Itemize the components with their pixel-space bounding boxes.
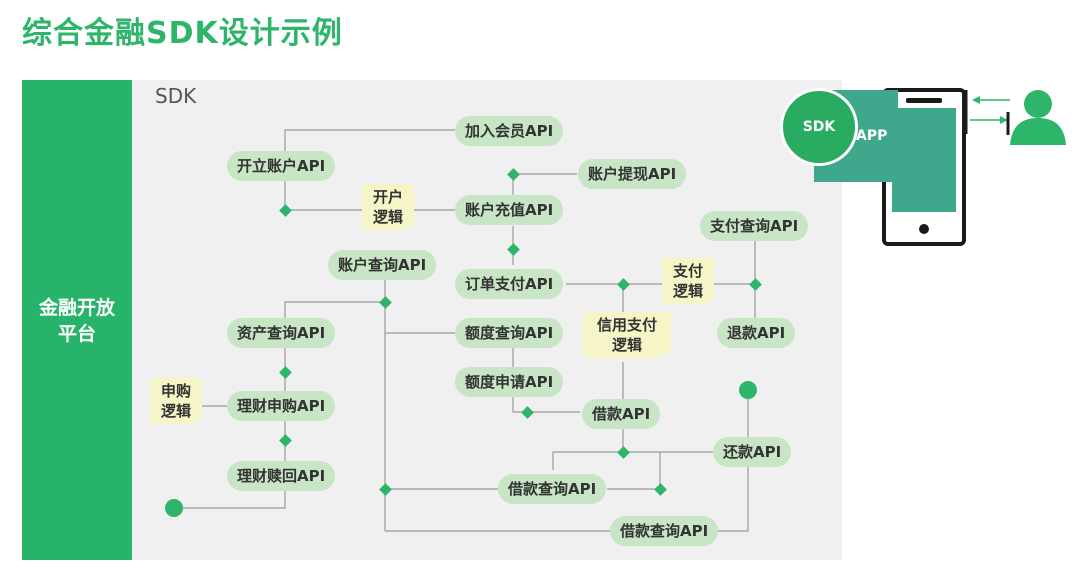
end-point-dot	[739, 381, 757, 399]
start-point-dot	[165, 499, 183, 517]
open-account-logic-note: 开户 逻辑	[362, 184, 414, 230]
loan-query-api-bottom: 借款查询API	[610, 516, 719, 546]
refund-api: 退款API	[717, 318, 796, 348]
loan-query-api: 借款查询API	[498, 474, 607, 504]
phone-home-button	[919, 224, 929, 234]
pay-logic-note: 支付 逻辑	[662, 258, 714, 304]
platform-label: 金融开放 平台	[38, 297, 115, 345]
account-recharge-api: 账户充值API	[455, 195, 564, 225]
financial-open-platform: 金融开放 平台	[22, 80, 132, 560]
phone-screen	[892, 108, 956, 212]
user-icon	[1010, 90, 1066, 145]
purchase-logic-note: 申购 逻辑	[150, 378, 202, 424]
sdk-label: SDK	[155, 84, 197, 108]
page-title: 综合金融SDK设计示例	[22, 16, 343, 51]
account-query-api: 账户查询API	[328, 250, 437, 280]
join-member-api: 加入会员API	[455, 116, 564, 146]
quota-apply-api: 额度申请API	[455, 367, 564, 397]
phone-speaker	[906, 98, 942, 103]
order-pay-api: 订单支付API	[455, 269, 564, 299]
asset-query-api: 资产查询API	[227, 318, 336, 348]
loan-api: 借款API	[582, 399, 661, 429]
wealth-redeem-api: 理财赎回API	[227, 461, 336, 491]
sdk-badge: SDK	[780, 88, 858, 166]
payment-query-api: 支付查询API	[700, 211, 809, 241]
wealth-purchase-api: 理财申购API	[227, 391, 336, 421]
open-account-api: 开立账户API	[227, 151, 336, 181]
credit-pay-logic-note: 信用支付 逻辑	[583, 312, 671, 358]
account-withdraw-api: 账户提现API	[578, 159, 687, 189]
quota-query-api: 额度查询API	[455, 318, 564, 348]
repay-api: 还款API	[713, 437, 792, 467]
app-label: APP	[856, 128, 888, 144]
